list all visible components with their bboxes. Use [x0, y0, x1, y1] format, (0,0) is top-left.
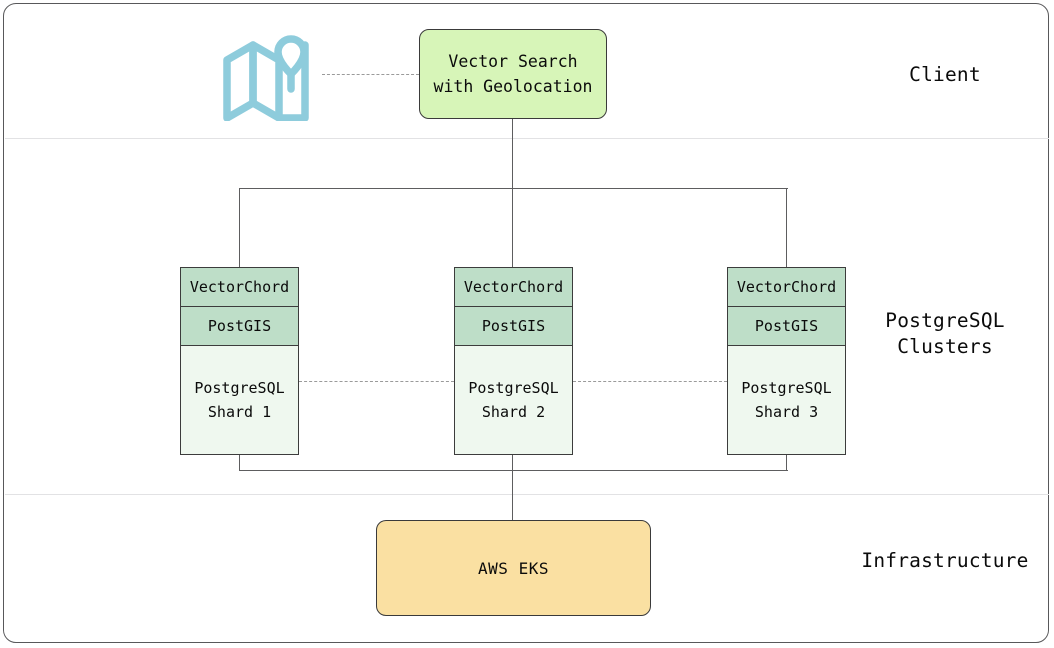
cluster-bus-top	[239, 188, 788, 189]
shard-stack-2[interactable]: VectorChord PostGIS PostgreSQL Shard 2	[454, 267, 573, 455]
lane-label-postgresql-clusters: PostgreSQL Clusters	[885, 309, 1005, 358]
connector-client-to-cluster-bus	[512, 119, 513, 189]
connector-shard-3-to-bus-bottom	[786, 455, 787, 471]
lane-divider-clusters-infrastructure	[5, 494, 1049, 495]
node-aws-eks[interactable]: AWS EKS	[376, 520, 651, 616]
shard-3-body-label: PostgreSQL Shard 3	[741, 379, 832, 421]
connector-shard-2-to-bus-bottom	[512, 455, 513, 471]
shard-stack-3[interactable]: VectorChord PostGIS PostgreSQL Shard 3	[727, 267, 846, 455]
shard-1-extension-vectorchord: VectorChord	[181, 268, 298, 307]
shard-3-extension-postgis: PostGIS	[728, 307, 845, 346]
map-location-pin-icon	[223, 35, 309, 121]
link-shard-2-to-shard-3	[573, 381, 727, 382]
shard-1-body-label: PostgreSQL Shard 1	[194, 379, 285, 421]
connector-bus-to-shard-2	[512, 188, 513, 268]
link-map-icon-to-vector-search	[322, 74, 419, 75]
shard-3-extension-vectorchord: VectorChord	[728, 268, 845, 307]
lane-divider-client-clusters	[5, 138, 1049, 139]
shard-stack-1[interactable]: VectorChord PostGIS PostgreSQL Shard 1	[180, 267, 299, 455]
shard-1-extension-postgis: PostGIS	[181, 307, 298, 346]
connector-bus-to-shard-3	[786, 188, 787, 268]
shard-2-extension-postgis: PostGIS	[455, 307, 572, 346]
cluster-bus-bottom	[239, 470, 788, 471]
node-vector-search-with-geolocation[interactable]: Vector Search with Geolocation	[419, 29, 607, 119]
shard-2-body-label: PostgreSQL Shard 2	[468, 379, 559, 421]
link-shard-1-to-shard-2	[299, 381, 454, 382]
connector-shard-1-to-bus-bottom	[239, 455, 240, 471]
connector-bus-to-shard-1	[239, 188, 240, 268]
connector-bus-to-aws-eks	[512, 470, 513, 520]
lane-label-client: Client	[909, 63, 981, 86]
lane-label-infrastructure: Infrastructure	[861, 549, 1029, 572]
shard-2-extension-vectorchord: VectorChord	[455, 268, 572, 307]
